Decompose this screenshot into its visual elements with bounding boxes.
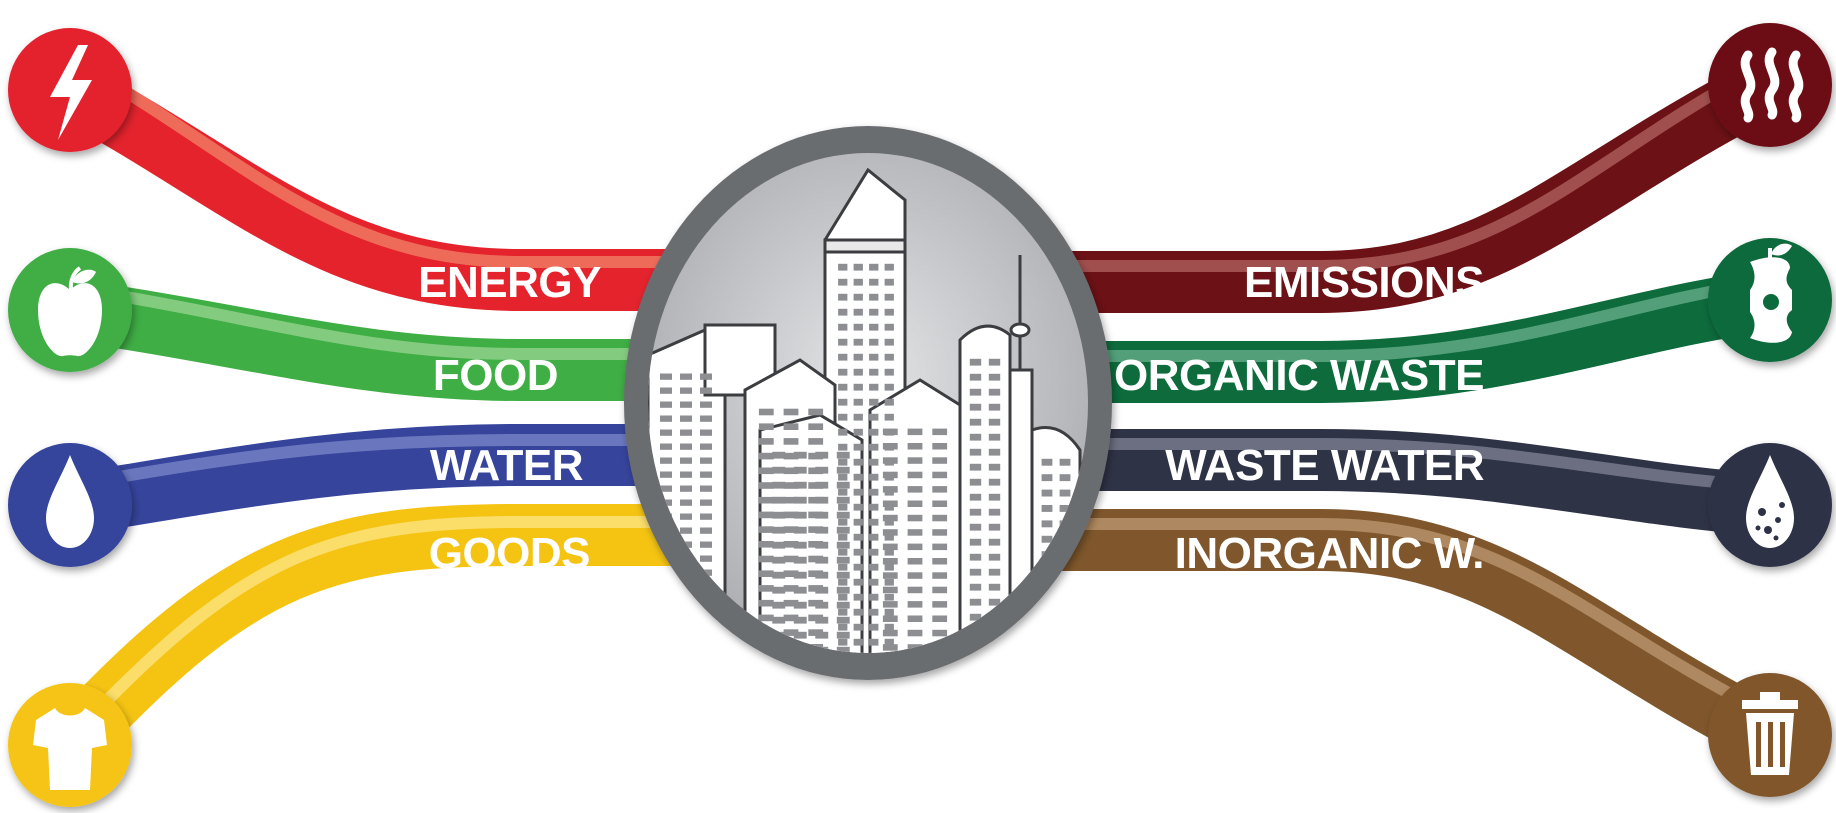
emissions-icon-badge (1708, 23, 1832, 147)
input-flow-water: WATER (64, 424, 680, 536)
output-label-organic-waste: ORGANIC WASTE (1114, 351, 1484, 400)
input-label-energy: ENERGY (418, 258, 601, 307)
input-label-food: FOOD (433, 351, 558, 400)
apple-core-icon (1750, 243, 1792, 343)
apple-icon (38, 266, 102, 357)
input-label-water: WATER (430, 441, 583, 490)
input-flow-food: FOOD (65, 279, 680, 401)
food-icon-badge (8, 248, 132, 372)
lightning-bolt-icon (50, 45, 92, 140)
output-flow-waste-water: WASTE WATER (1060, 429, 1773, 536)
output-label-emissions: EMISSIONS (1244, 258, 1484, 307)
waste-water-icon-badge (1708, 443, 1832, 567)
input-flow-energy: ENERGY (55, 62, 680, 311)
output-label-inorganic-waste: INORGANIC W. (1175, 529, 1484, 578)
input-label-goods: GOODS (429, 529, 590, 578)
water-drop-icon (46, 455, 94, 548)
output-flow-emissions: EMISSIONS (1060, 57, 1784, 313)
heat-waves-icon (1740, 47, 1804, 123)
organic-waste-icon-badge (1708, 238, 1832, 362)
input-flow-goods: GOODS (47, 504, 680, 766)
goods-icon-badge (8, 683, 132, 807)
output-flow-organic-waste: ORGANIC WASTE (1060, 269, 1775, 403)
output-flow-inorganic-waste: INORGANIC W. (1060, 509, 1784, 763)
polluted-drop-icon (1746, 455, 1794, 548)
inorganic-waste-icon-badge (1708, 673, 1832, 797)
energy-icon-badge (8, 28, 132, 152)
trash-can-icon (1742, 692, 1798, 775)
output-label-waste-water: WASTE WATER (1165, 441, 1484, 490)
water-icon-badge (8, 443, 132, 567)
t-shirt-icon (33, 708, 107, 790)
